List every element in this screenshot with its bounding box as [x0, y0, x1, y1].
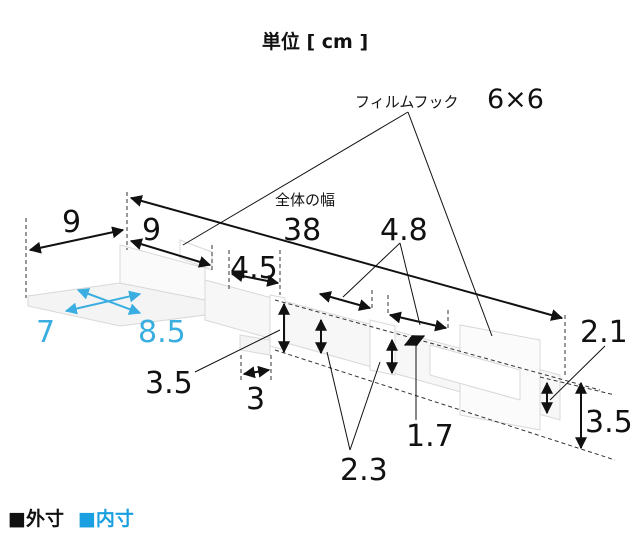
dim-gap: 4.5	[230, 251, 278, 286]
arrow-slot-width-2	[388, 311, 448, 332]
arrow-tray-depth	[28, 226, 125, 254]
dim-tray-width: 9	[142, 213, 161, 248]
dim-tray-depth: 9	[62, 205, 81, 240]
legend-inner: ■内寸	[77, 508, 134, 530]
dim-slot-width: 4.8	[380, 213, 428, 248]
dim-inner-depth: 7	[36, 315, 55, 350]
arrow-inner-width	[76, 288, 142, 315]
dim-end-outer: 3.5	[585, 405, 633, 440]
legend-outer: ■外寸	[8, 508, 64, 530]
arrow-total-width	[129, 195, 564, 321]
product-illustration	[27, 239, 561, 431]
total-width-value: 38	[283, 213, 321, 248]
leader-lines	[182, 111, 606, 451]
arrow-slot-gap	[403, 334, 426, 347]
dim-hook-width: 3	[246, 382, 265, 417]
film-hook-size: 6×6	[487, 84, 544, 115]
film-hook-label: フィルムフック	[355, 93, 459, 111]
arrow-hook-width	[242, 365, 271, 379]
dimension-arrows	[28, 195, 587, 450]
inner-arrows	[64, 288, 142, 315]
dim-hook-height: 3.5	[145, 366, 193, 401]
dim-slot-height: 2.3	[340, 453, 388, 488]
arrow-slot-width-1	[318, 291, 372, 311]
dim-end-inner: 2.1	[580, 315, 628, 350]
towel-hook	[239, 334, 271, 356]
dim-slot-gap: 1.7	[406, 419, 454, 454]
dim-inner-width: 8.5	[138, 315, 186, 350]
total-width-label: 全体の幅	[275, 191, 335, 209]
clip-2	[269, 294, 286, 351]
unit-label: 単位 [ cm ]	[262, 30, 368, 53]
arrow-gap	[230, 270, 280, 287]
holder	[429, 344, 521, 401]
legend: ■外寸 ■内寸	[8, 504, 134, 531]
